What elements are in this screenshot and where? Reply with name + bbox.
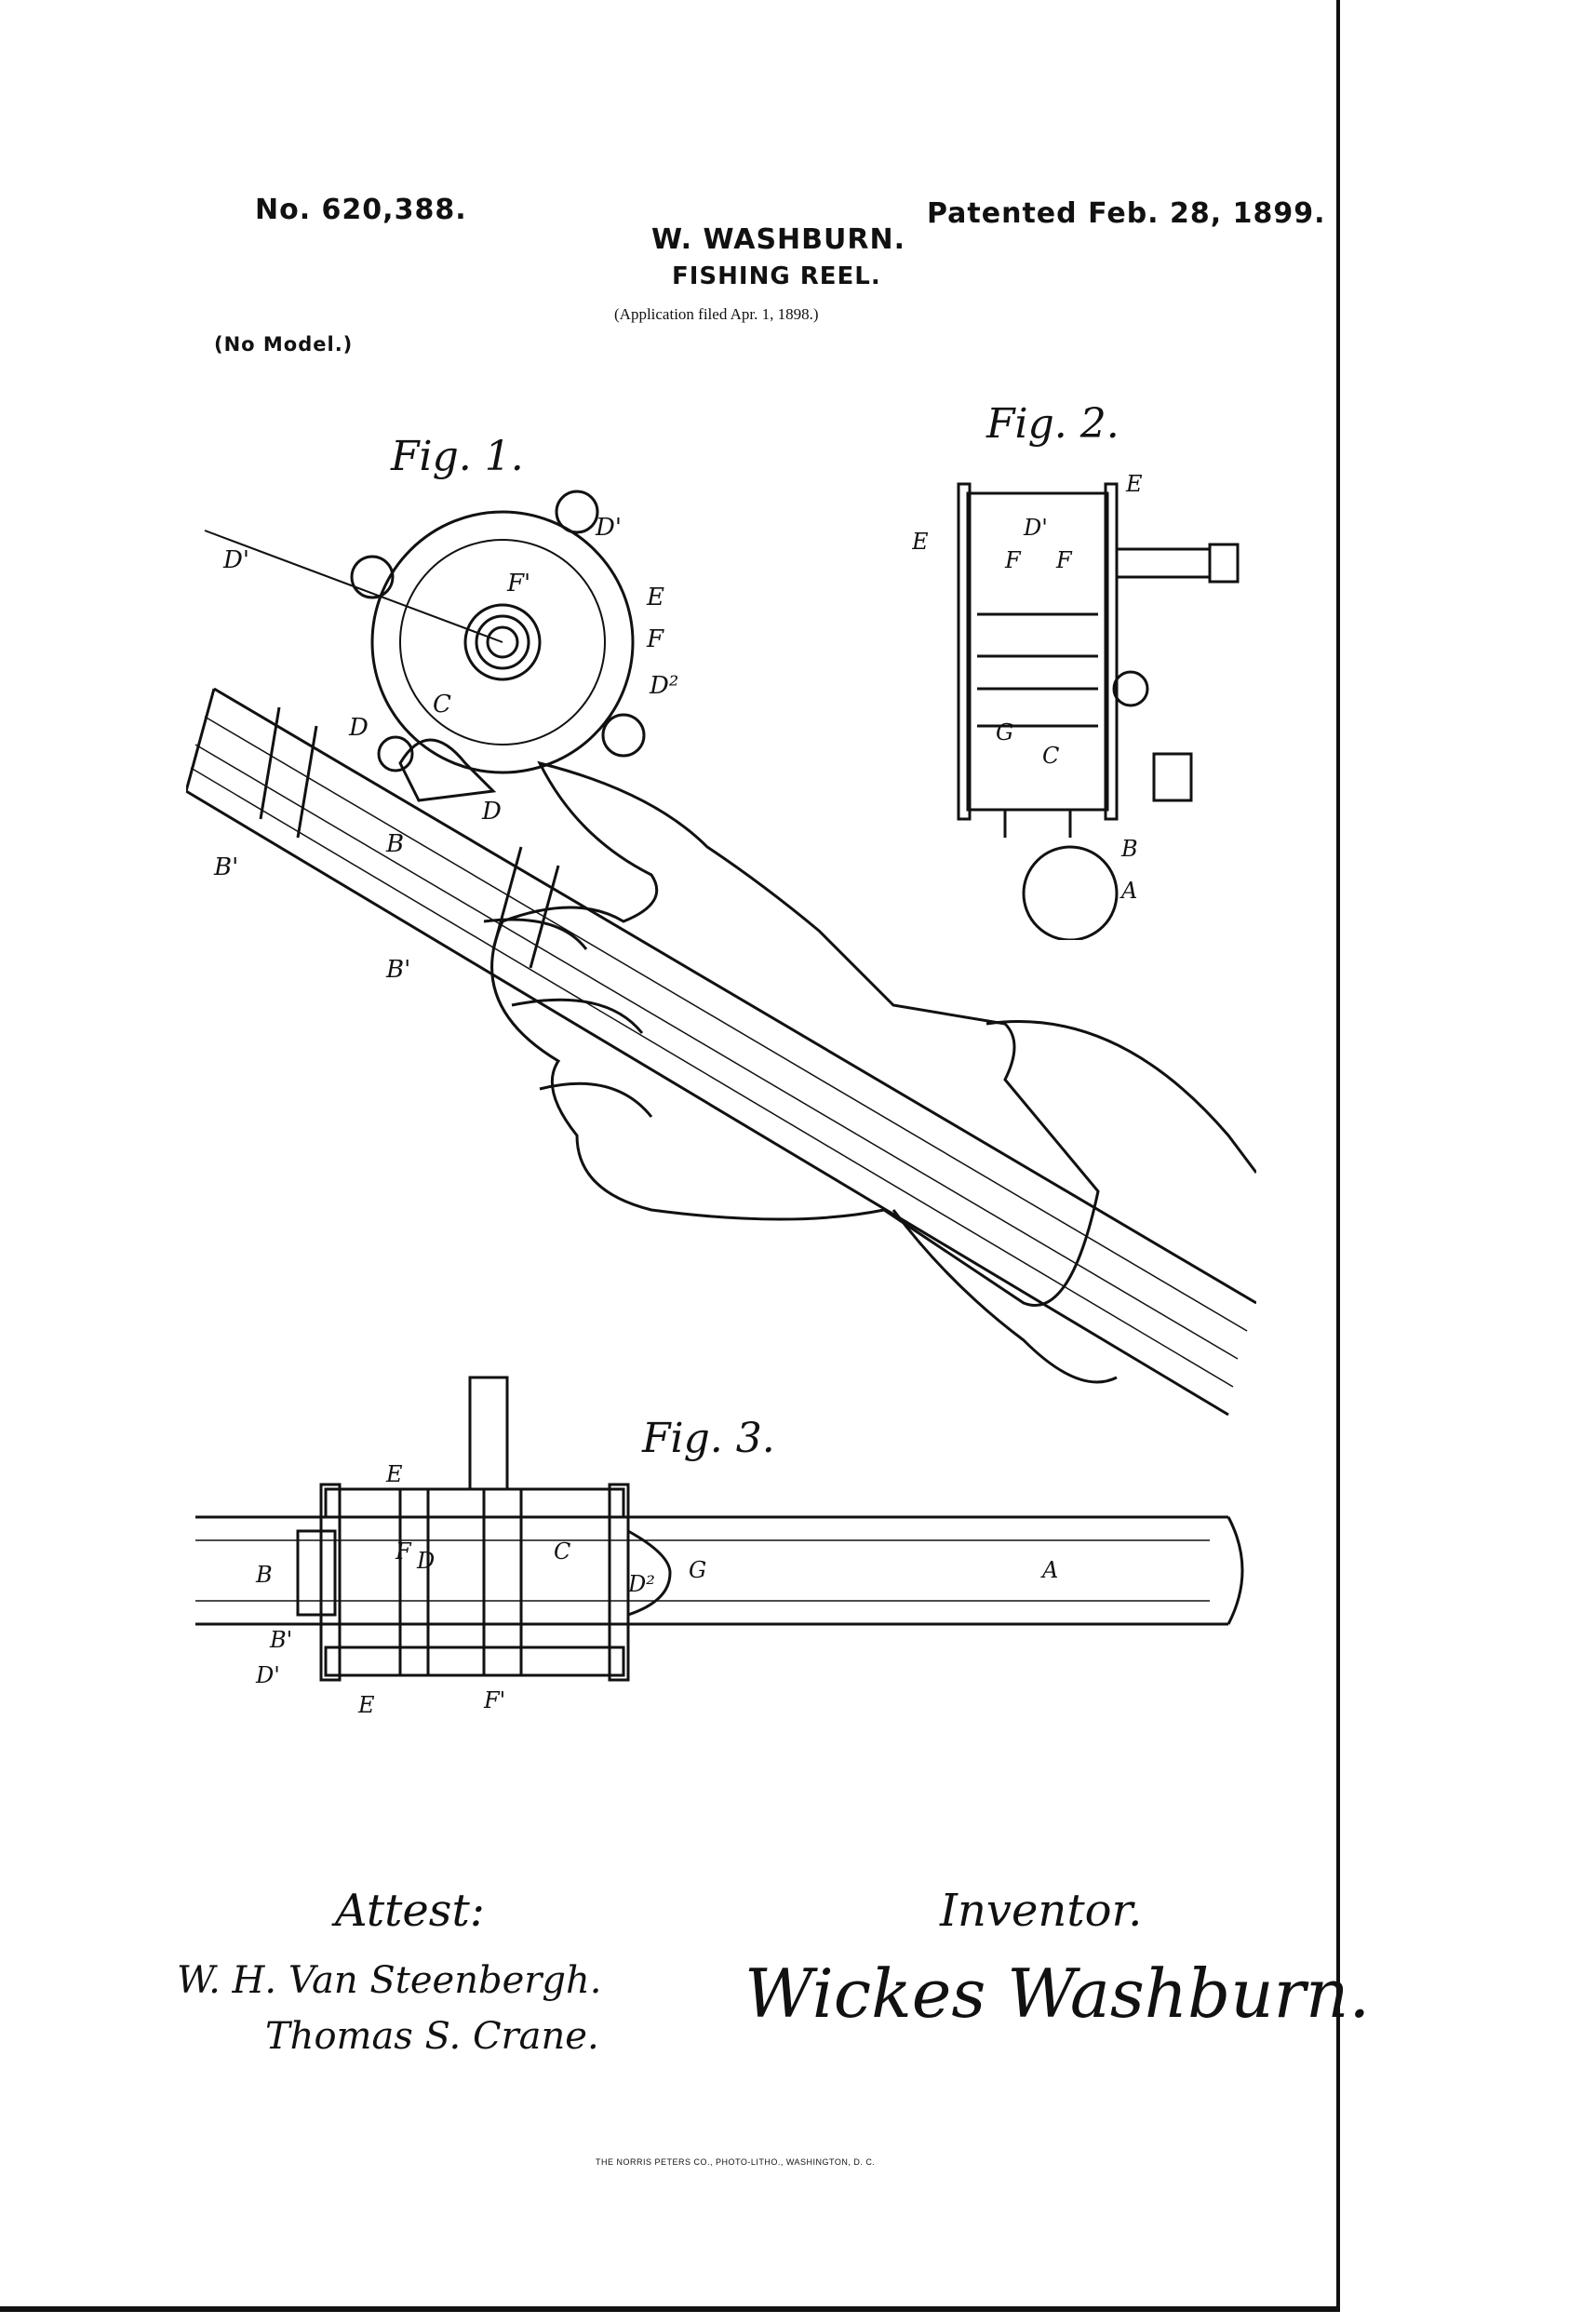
patent-number: No. 620,388. [255, 194, 467, 226]
fig-1-label: D' [595, 514, 622, 542]
fig-1-label: D [348, 714, 369, 742]
fig-3-label: D [416, 1548, 435, 1574]
fig-2-label: F [1055, 547, 1073, 573]
printer-credit: THE NORRIS PETERS CO., PHOTO-LITHO., WAS… [596, 2157, 876, 2167]
inventor-name: W. WASHBURN. [651, 223, 905, 256]
fig-1-label: F' [506, 570, 530, 598]
patent-title: FISHING REEL. [672, 262, 881, 290]
fig-3-label: F [395, 1538, 412, 1565]
witness-signature-1: W. H. Van Steenbergh. [177, 1959, 602, 2002]
fig-2-label: D' [1023, 515, 1048, 541]
fig-2-title: Fig. 2. [986, 400, 1119, 448]
fig-1-label: C [433, 691, 451, 719]
fig-2-label: E [1125, 471, 1143, 497]
fig-2-label: E [912, 529, 929, 555]
fig-1-label: D² [649, 672, 678, 700]
fig-1-label: B [385, 830, 404, 858]
fig-3-label: D² [627, 1571, 655, 1597]
fig-3-label: A [1040, 1557, 1058, 1583]
fig-3-label: B [255, 1562, 273, 1588]
fig-1-label: B' [385, 956, 410, 984]
fig-3-label: F' [483, 1687, 505, 1713]
fig-2-label: C [1042, 743, 1059, 769]
inventor-signature: Wickes Washburn. [744, 1955, 1371, 2033]
fig-1-label: F [646, 625, 664, 653]
fig-1-label: E [646, 584, 664, 611]
fig-1-label: B' [213, 853, 238, 881]
fig-3-title: Fig. 3. [642, 1415, 775, 1462]
right-border [1336, 0, 1340, 2312]
fig-2-label: A [1119, 878, 1137, 904]
fig-2-drawing: E E D' F F G C B A [912, 471, 1240, 940]
fig-1-label: D [481, 798, 502, 826]
fig-1-title: Fig. 1. [391, 433, 524, 480]
application-date: (Application filed Apr. 1, 1898.) [614, 305, 819, 323]
fig-3-label: D' [255, 1662, 280, 1688]
fig-3-drawing: E B F D C G D² A B' D' E F' [195, 1376, 1244, 1718]
witness-signature-2: Thomas S. Crane. [265, 2015, 599, 2058]
fig-1-label: D' [222, 546, 249, 574]
fig-3-label: G [689, 1557, 706, 1583]
fig-1-drawing: D' D' F' E F D² C D D B B' B' [186, 490, 1256, 1417]
inventor-label: Inventor. [940, 1885, 1143, 1937]
fig-2-label: G [996, 719, 1013, 746]
bottom-border [0, 2306, 1340, 2312]
fig-2-label: F [1004, 547, 1022, 573]
patent-date: Patented Feb. 28, 1899. [927, 197, 1326, 230]
attest-label: Attest: [335, 1885, 485, 1937]
fig-3-label: B' [269, 1627, 292, 1653]
no-model-note: (No Model.) [214, 333, 354, 356]
fig-3-label: E [357, 1692, 375, 1718]
fig-3-label: C [554, 1538, 570, 1565]
fig-2-label: B [1120, 836, 1138, 862]
fig-3-label: E [385, 1461, 403, 1487]
